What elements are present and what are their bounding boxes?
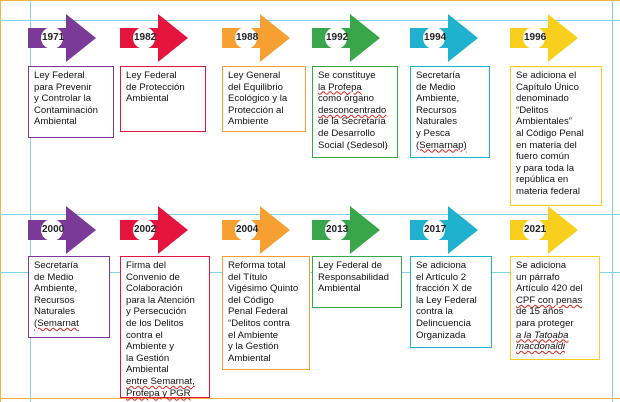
year-label: 1988	[236, 32, 259, 43]
year-label: 1982	[134, 32, 157, 43]
guide-line	[0, 20, 620, 21]
arrow-icon	[510, 206, 578, 254]
outer-frame-top	[0, 0, 620, 1]
outer-frame-left	[0, 0, 1, 402]
guide-line	[0, 272, 620, 273]
arrow-icon	[28, 206, 96, 254]
year-label: 1994	[424, 32, 447, 43]
outer-frame-bottom	[0, 398, 620, 399]
guide-line	[612, 0, 613, 402]
year-label: 1996	[524, 32, 547, 43]
guide-line	[0, 214, 620, 215]
arrow-icon	[28, 14, 96, 62]
arrow-icon	[410, 14, 478, 62]
arrow-icon	[222, 14, 290, 62]
year-label: 2002	[134, 224, 157, 235]
arrow-icon	[120, 14, 188, 62]
arrow-icon	[222, 206, 290, 254]
year-label: 2000	[42, 224, 65, 235]
arrow-icon	[510, 14, 578, 62]
year-label: 2021	[524, 224, 547, 235]
year-label: 1971	[42, 32, 65, 43]
year-label: 2004	[236, 224, 259, 235]
arrow-icon	[120, 206, 188, 254]
year-label: 1992	[326, 32, 349, 43]
year-label: 2013	[326, 224, 349, 235]
arrow-icon	[410, 206, 478, 254]
year-label: 2017	[424, 224, 447, 235]
arrow-icon	[312, 206, 380, 254]
guide-line	[30, 0, 31, 402]
arrow-icon	[312, 14, 380, 62]
